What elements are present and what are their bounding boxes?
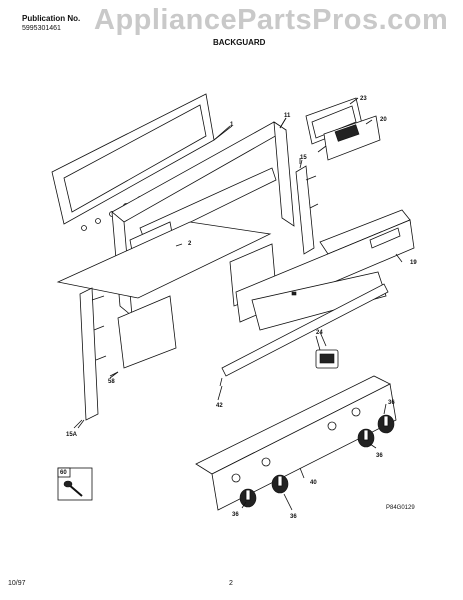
part-knobs (239, 414, 395, 508)
part-rocker-switch (315, 331, 339, 369)
footer-date: 10/97 (8, 580, 26, 587)
callout-36-mid: 36 (290, 514, 297, 520)
part-screw-inset (57, 467, 93, 501)
callout-20: 20 (380, 117, 387, 123)
callout-58: 58 (108, 379, 115, 385)
callout-11: 11 (284, 113, 291, 119)
callout-40: 40 (310, 480, 317, 486)
publication-number: 5995301461 (22, 25, 61, 32)
part-right-end-bracket (295, 158, 319, 255)
callout-2: 2 (188, 241, 192, 247)
callout-24: 24 (316, 330, 323, 336)
footer-page-number: 2 (229, 580, 233, 587)
part-trim-strip (219, 283, 389, 387)
part-control-board (317, 115, 381, 161)
callout-60: 60 (60, 470, 67, 476)
publication-label: Publication No. (22, 14, 81, 23)
figure-code: P84G0129 (386, 505, 415, 511)
watermark-text: AppliancePartsPros.com (94, 4, 449, 36)
part-lower-housing (56, 221, 272, 377)
callout-15: 15 (300, 155, 307, 161)
diagram-title: BACKGUARD (213, 38, 266, 47)
callout-19: 19 (410, 260, 417, 266)
callout-36-left: 36 (232, 512, 239, 518)
callout-36-right-high: 36 (388, 400, 395, 406)
callout-36-right-low: 36 (376, 453, 383, 459)
leader-lines (73, 97, 403, 511)
callout-15a: 15A (66, 432, 78, 438)
part-glass-panel (251, 271, 387, 331)
part-left-end-bracket (77, 287, 107, 429)
callout-23: 23 (360, 96, 367, 102)
part-manifold-panel (195, 375, 397, 511)
callout-42: 42 (216, 403, 223, 409)
callout-1: 1 (230, 122, 234, 128)
